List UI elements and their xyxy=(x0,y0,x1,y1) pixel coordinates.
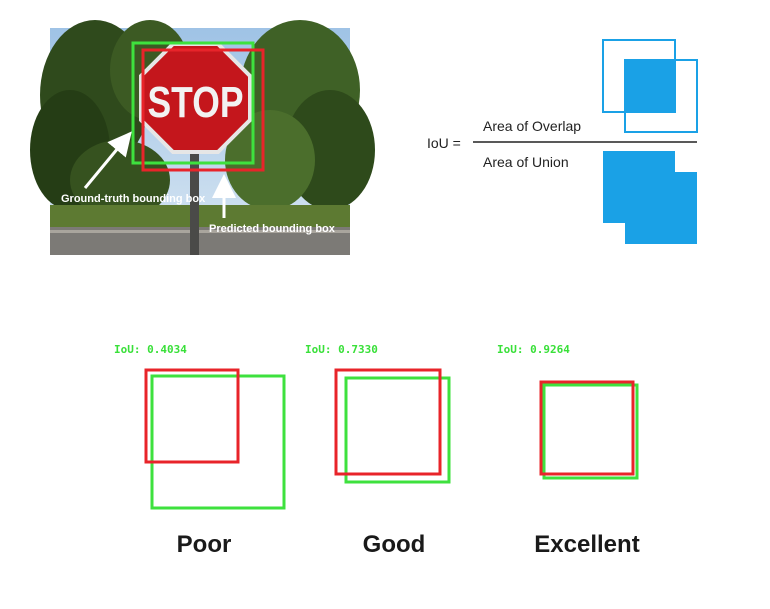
example-poor: IoU: 0.4034 Poor xyxy=(114,343,286,558)
ground-truth-box xyxy=(542,383,639,480)
predicted-box xyxy=(141,48,265,172)
stop-sign-text: STOP xyxy=(148,78,244,127)
formula-lhs: IoU = xyxy=(427,135,461,151)
ground-truth-box xyxy=(150,374,286,510)
formula-numerator: Area of Overlap xyxy=(483,118,581,134)
formula-denominator: Area of Union xyxy=(483,154,569,170)
predicted-box xyxy=(144,368,240,464)
overlap-illustration xyxy=(602,39,698,133)
predicted-label: Predicted bounding box xyxy=(209,223,336,235)
example-good: IoU: 0.7330 Good xyxy=(305,343,451,558)
ground-truth-label: Ground-truth bounding box xyxy=(61,193,206,205)
example-excellent: IoU: 0.9264 Excellent xyxy=(497,343,640,558)
ground-truth-box xyxy=(344,376,451,484)
ground-truth-arrow xyxy=(83,131,132,189)
quality-label-poor: Poor xyxy=(177,531,232,558)
stop-sign-icon xyxy=(139,42,252,154)
iou-score-poor: IoU: 0.4034 xyxy=(114,343,187,356)
predicted-box xyxy=(539,380,635,476)
predicted-box xyxy=(334,368,442,476)
quality-label-excellent: Excellent xyxy=(534,531,639,558)
stop-sign-photo: STOP Ground-truth bounding box Predicted… xyxy=(30,20,375,255)
union-illustration xyxy=(603,151,697,244)
iou-examples: IoU: 0.4034 Poor IoU: 0.7330 Good IoU: 0… xyxy=(114,343,640,558)
ground-truth-box xyxy=(131,41,255,165)
iou-score-excellent: IoU: 0.9264 xyxy=(497,343,570,356)
quality-label-good: Good xyxy=(363,531,426,558)
iou-formula: IoU = Area of Overlap Area of Union xyxy=(427,39,698,244)
iou-score-good: IoU: 0.7330 xyxy=(305,343,378,356)
